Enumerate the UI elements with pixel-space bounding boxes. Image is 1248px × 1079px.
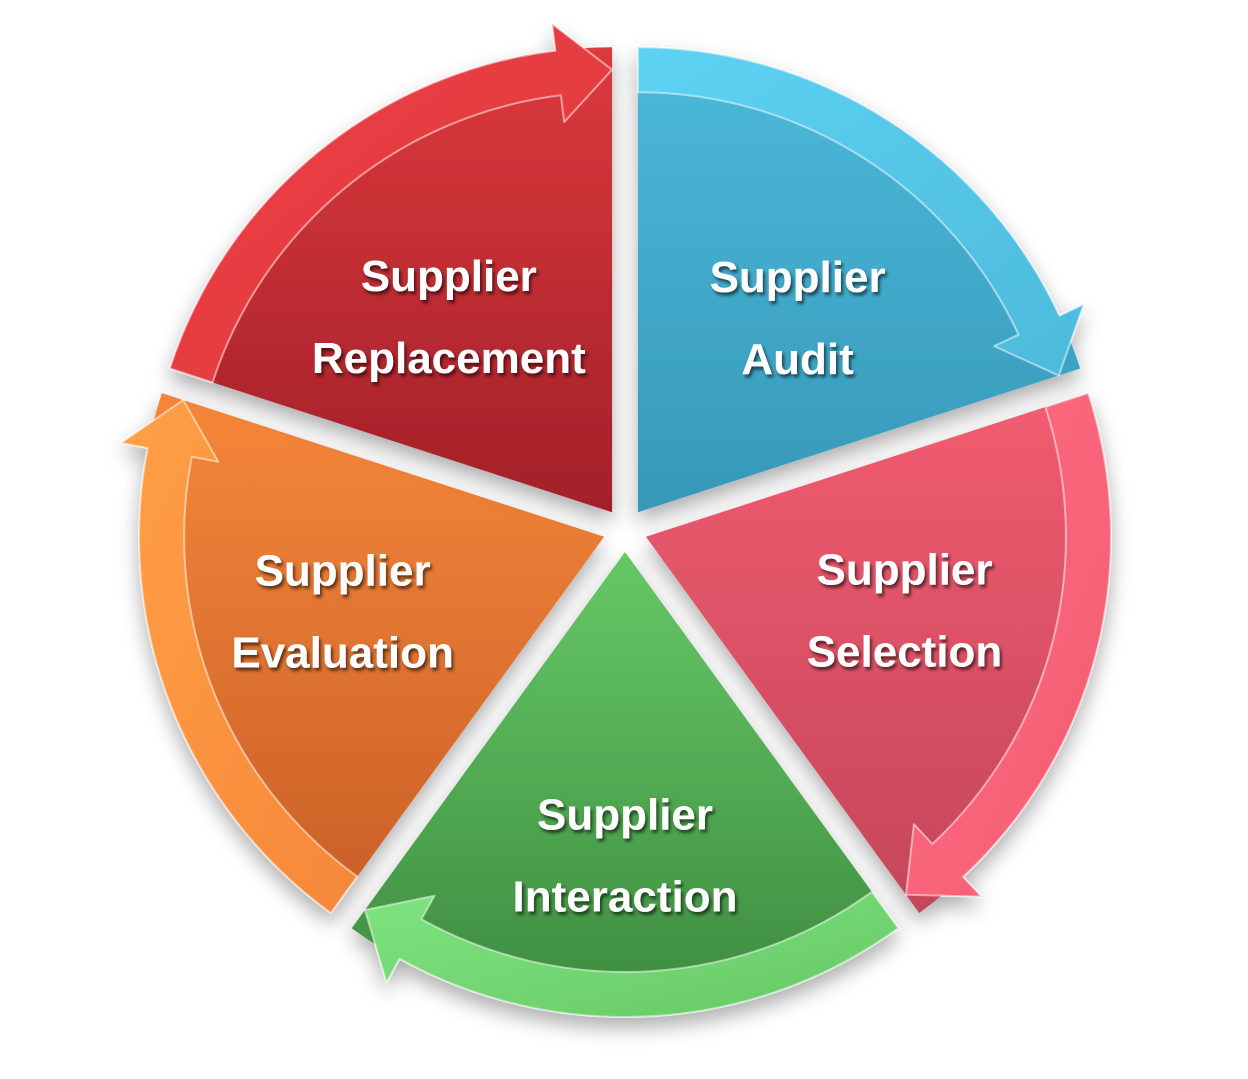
segment-label-line: Supplier [710, 253, 886, 302]
cycle-arrow [905, 392, 1112, 898]
cycle-arrow [120, 399, 359, 914]
segment-label-line: Selection [807, 627, 1003, 676]
segment-label-line: Interaction [513, 873, 738, 922]
cycle-arrow [636, 46, 1085, 377]
segment-shape [645, 392, 1112, 914]
segment-shape [351, 552, 900, 1018]
segment-label-line: Supplier [255, 546, 431, 595]
cycle-arrow [363, 890, 900, 1018]
cycle-segments: SupplierAuditSupplierSelectionSupplierIn… [120, 22, 1112, 1018]
segment-label-line: Audit [741, 335, 854, 384]
segment-label-line: Supplier [537, 791, 713, 840]
segment-label-line: Supplier [816, 545, 992, 594]
cycle-arrow [168, 22, 614, 384]
segment-shape [120, 393, 605, 914]
segment-wedge [169, 47, 613, 513]
segment-label-line: Replacement [312, 334, 586, 383]
segment-label-line: Supplier [361, 252, 537, 301]
segment-label-line: Evaluation [231, 628, 454, 677]
segment-wedge [637, 47, 1081, 513]
segment-wedge [351, 552, 899, 1017]
segment-shape [168, 22, 614, 513]
segment-shape [636, 46, 1085, 513]
